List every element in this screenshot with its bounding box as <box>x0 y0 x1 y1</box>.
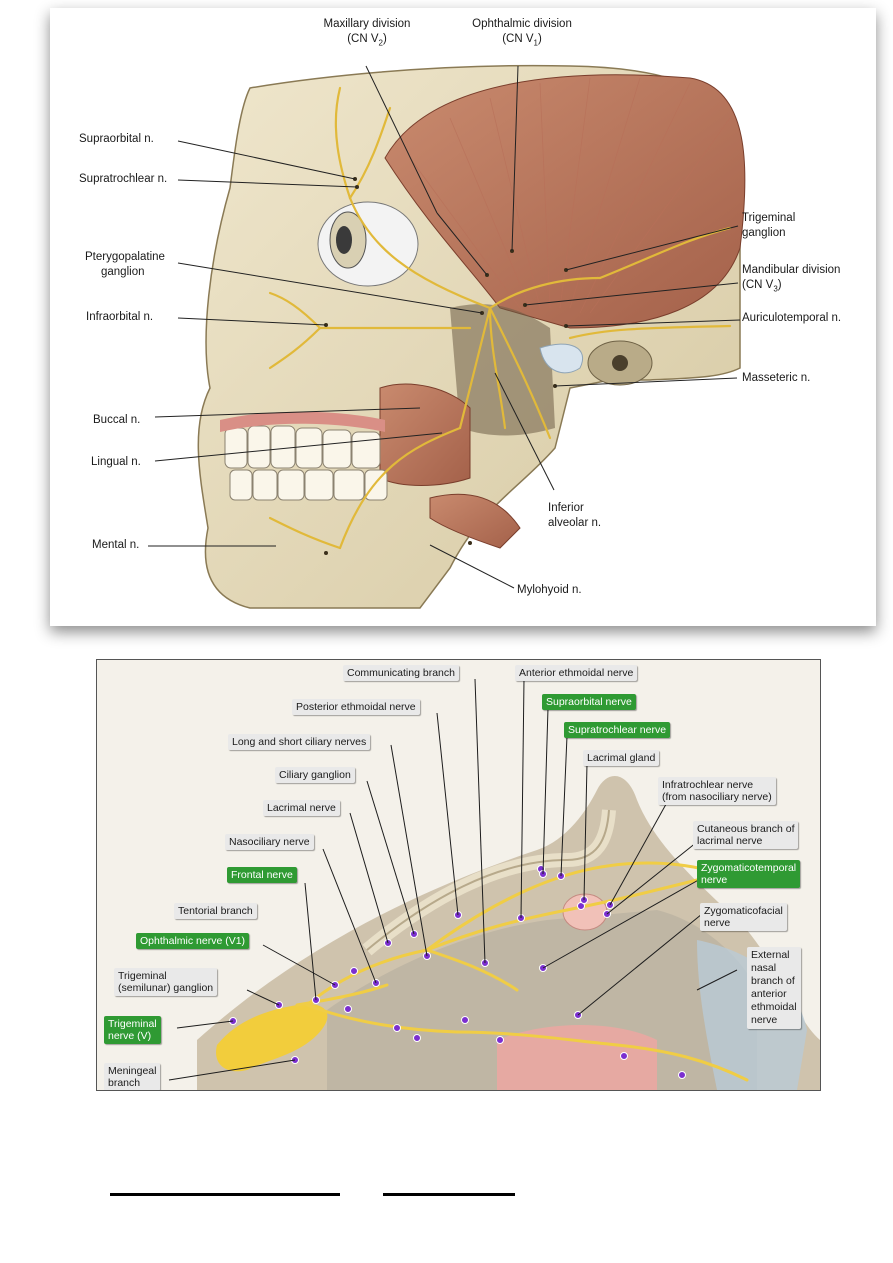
pins <box>229 865 686 1079</box>
label-supraorbital-nerve: Supraorbital nerve <box>542 694 636 710</box>
leader-lines <box>148 65 741 589</box>
leader-lines <box>168 678 738 1081</box>
label-external-nasal-branch: External nasal branch of anterior ethmoi… <box>747 947 801 1029</box>
label-masseteric-n: Masseteric n. <box>742 372 811 384</box>
nerve-branches <box>268 86 732 550</box>
label-buccal-n: Buccal n. <box>93 414 141 426</box>
skull-illustration <box>148 64 746 609</box>
label-infratrochlear-nerve: Infratrochlear nerve(from nasociliary ne… <box>658 777 776 805</box>
trigeminal-ganglion-shape <box>216 1004 328 1072</box>
label-ophthalmic-division: Ophthalmic division (CN V1) <box>472 18 572 48</box>
skull-figure-card: Maxillary division (CN V2) Ophthalmic di… <box>50 8 876 626</box>
orbit-figure-card: Communicating branch Anterior ethmoidal … <box>96 659 821 1091</box>
label-long-short-ciliary-nerves: Long and short ciliary nerves <box>228 734 371 750</box>
masseter-muscle <box>429 493 521 549</box>
label-supratrochlear-nerve: Supratrochlear nerve <box>564 722 671 738</box>
label-communicating-branch: Communicating branch <box>343 665 459 681</box>
label-infraorbital-n: Infraorbital n. <box>86 311 154 323</box>
label-ciliary-ganglion: Ciliary ganglion <box>275 767 355 783</box>
label-lacrimal-nerve: Lacrimal nerve <box>263 800 340 816</box>
teeth <box>224 425 388 501</box>
label-mental-n: Mental n. <box>92 539 140 551</box>
label-maxillary-division: Maxillary division (CN V2) <box>323 18 411 48</box>
label-anterior-ethmoidal-nerve: Anterior ethmoidal nerve <box>515 665 638 681</box>
blank-answer-line-2 <box>383 1193 515 1196</box>
label-nasociliary-nerve: Nasociliary nerve <box>225 834 314 850</box>
label-ophthalmic-nerve-v1: Ophthalmic nerve (V1) <box>136 933 250 949</box>
label-lacrimal-gland: Lacrimal gland <box>583 750 660 766</box>
temporalis-muscle <box>384 74 746 329</box>
label-frontal-nerve: Frontal nerve <box>227 867 297 883</box>
label-lingual-n: Lingual n. <box>91 456 141 468</box>
label-mandibular-division: Mandibular division (CN V3) <box>742 264 841 294</box>
blank-answer-line-1 <box>110 1193 340 1196</box>
label-tentorial-branch: Tentorial branch <box>174 903 257 919</box>
label-supraorbital-n: Supraorbital n. <box>79 133 154 145</box>
label-mylohyoid-n: Mylohyoid n. <box>517 584 582 596</box>
label-supratrochlear-n: Supratrochlear n. <box>79 173 168 185</box>
label-posterior-ethmoidal-nerve: Posterior ethmoidal nerve <box>292 699 420 715</box>
label-auriculotemporal-n: Auriculotemporal n. <box>742 312 842 324</box>
label-trigeminal-semilunar-ganglion: Trigeminal(semilunar) ganglion <box>114 968 218 996</box>
